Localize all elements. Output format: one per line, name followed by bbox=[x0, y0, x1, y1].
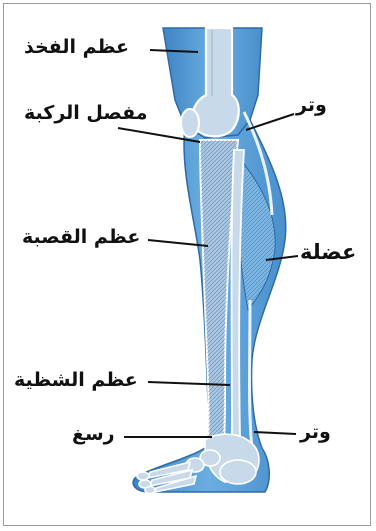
label-tendon-top: وتر bbox=[296, 96, 327, 115]
label-femur: عظم الفخذ bbox=[24, 38, 129, 57]
label-muscle: عضلة bbox=[300, 242, 356, 263]
label-knee-joint: مفصل الركبة bbox=[24, 104, 148, 123]
label-fibula: عظم الشظية bbox=[14, 371, 138, 390]
label-tibia: عظم القصبة bbox=[22, 228, 140, 247]
label-tendon-bottom: وتر bbox=[300, 423, 331, 442]
patella-bone bbox=[181, 109, 199, 137]
tendon-top-leader-line bbox=[246, 114, 294, 130]
label-tarsus: رسغ bbox=[72, 425, 115, 444]
tendon-bottom-leader-line bbox=[254, 432, 296, 434]
